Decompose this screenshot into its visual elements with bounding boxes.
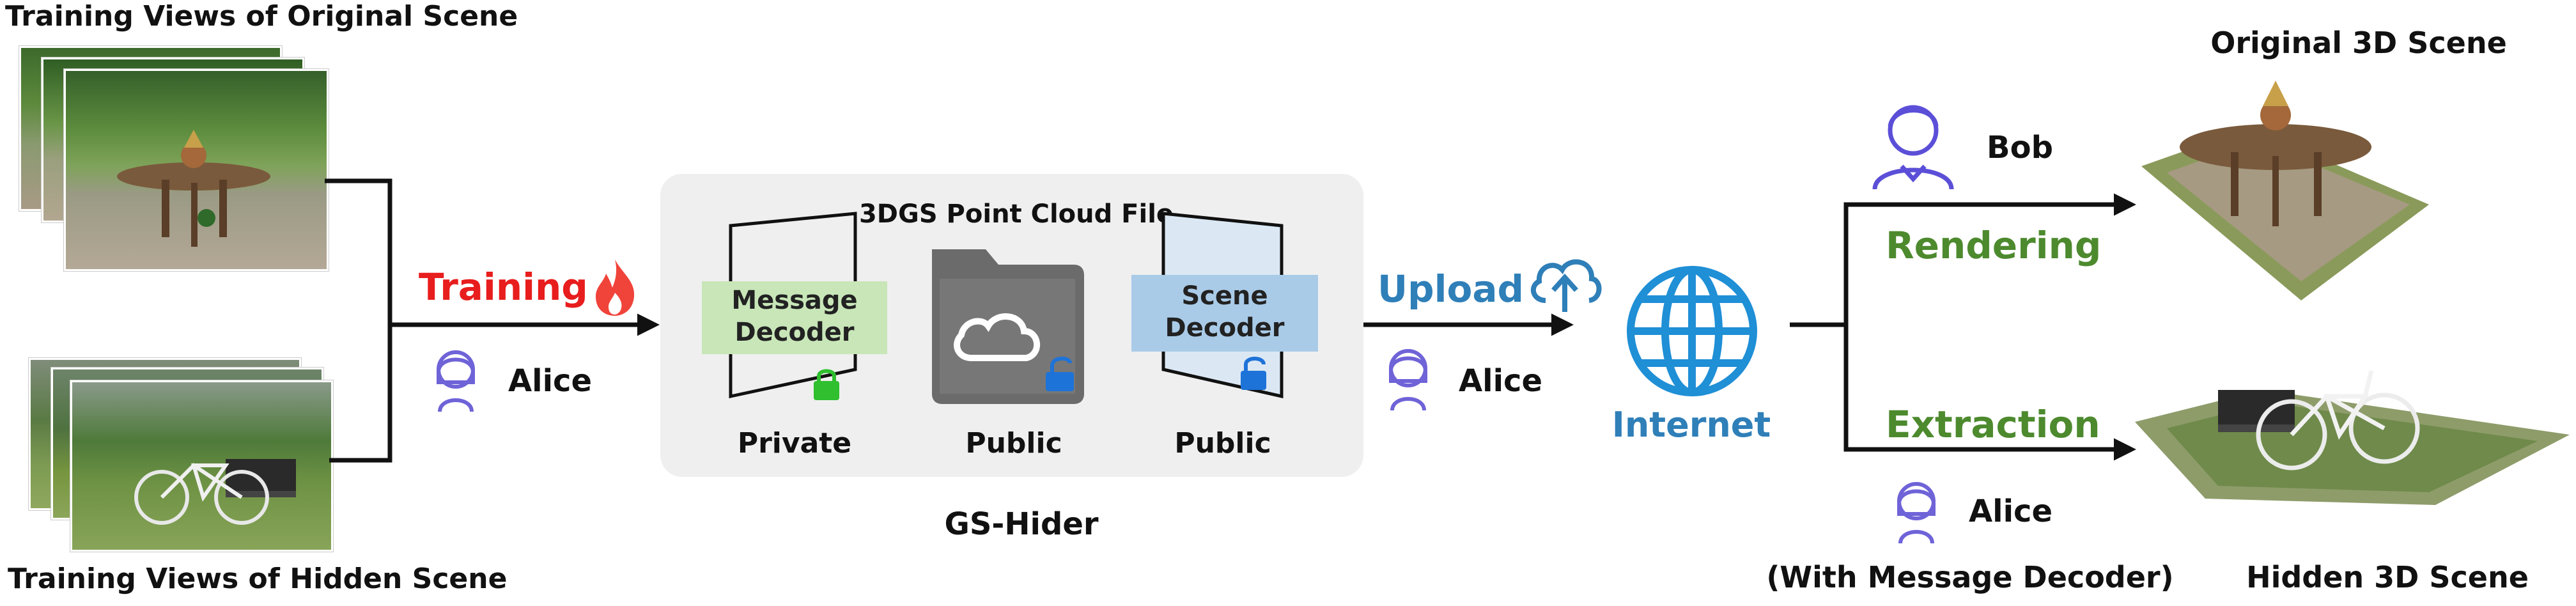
garden-table-drawing [117, 130, 270, 247]
globe-icon [1627, 266, 1757, 396]
gs-hider-panel-title: 3DGS Point Cloud File [858, 199, 1174, 229]
message-decoder-text: Message Decoder [731, 286, 858, 347]
original-views-title: Training Views of Original Scene [5, 0, 518, 33]
user-icon [437, 350, 475, 412]
hidden-3d-scene-render [2135, 370, 2570, 505]
upload-label: Upload [1377, 267, 1524, 311]
training-user-name: Alice [508, 363, 593, 399]
scene-decoder-text: Scene Decoder [1165, 281, 1285, 343]
message-decoder-label: Message Decoder [702, 284, 887, 348]
file-access: Public [965, 427, 1062, 460]
user-icon [1872, 105, 1954, 190]
internet-label: Internet [1611, 405, 1771, 445]
gs-hider-name: GS-Hider [944, 506, 1099, 542]
merge-bracket [325, 178, 392, 463]
message-decoder-access: Private [737, 427, 852, 460]
upload-cloud-icon [1530, 259, 1602, 312]
original-view-photo-3 [64, 69, 329, 271]
fire-icon [596, 260, 635, 316]
original-3d-scene-title: Original 3D Scene [2210, 26, 2507, 60]
extraction-branch [1843, 325, 2136, 461]
hidden-view-photo-3 [70, 380, 333, 552]
scene-decoder-access: Public [1174, 427, 1271, 460]
scene-decoder-label: Scene Decoder [1131, 280, 1318, 344]
training-label: Training [419, 265, 588, 309]
scene-decoder-shape [1161, 212, 1284, 399]
user-icon [1389, 349, 1427, 411]
upload-user-name: Alice [1459, 363, 1543, 399]
folder-cloud-icon [932, 249, 1084, 404]
extraction-user-name: Alice [1969, 493, 2053, 529]
message-decoder-box [702, 281, 887, 354]
extraction-label: Extraction [1886, 403, 2100, 446]
lock-icon [814, 369, 839, 400]
rendering-branch [1843, 193, 2136, 325]
user-icon [1897, 482, 1936, 544]
rendering-user-name: Bob [1987, 130, 2053, 166]
original-3d-scene-render [2141, 81, 2429, 300]
scene-decoder-box [1131, 275, 1318, 352]
hidden-views-title: Training Views of Hidden Scene [8, 563, 508, 595]
unlock-icon [1241, 357, 1266, 390]
bicycle-bench-drawing [134, 459, 296, 525]
hidden-3d-scene-title: Hidden 3D Scene [2246, 560, 2529, 594]
extraction-note: (With Message Decoder) [1766, 560, 2174, 594]
rendering-label: Rendering [1886, 224, 2102, 267]
